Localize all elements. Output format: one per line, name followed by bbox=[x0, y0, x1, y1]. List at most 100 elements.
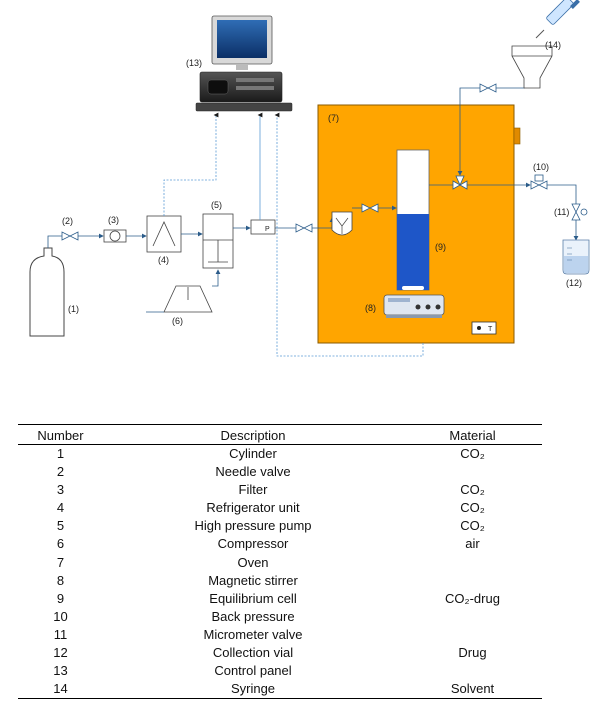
process-diagram: (7) T (1) (2) (3) (4) (5) (6) P bbox=[29, 0, 590, 357]
cell-liquid bbox=[397, 214, 429, 290]
table-row: 9 Equilibrium cell CO₂-drug bbox=[18, 590, 542, 608]
cell-material: CO₂ bbox=[460, 482, 485, 498]
table-header-row: Number Description Material bbox=[18, 424, 542, 445]
cell-description: Cylinder bbox=[229, 446, 277, 461]
table-row: 1 Cylinder CO₂ bbox=[18, 445, 542, 464]
label-pressure-gauge: P bbox=[265, 226, 270, 233]
cell-number: 14 bbox=[18, 680, 103, 700]
cell-description: Syringe bbox=[103, 680, 403, 700]
cell-description: High pressure pump bbox=[194, 518, 312, 534]
cylinder bbox=[29, 247, 65, 337]
line-backpressure-micrometer bbox=[547, 184, 577, 204]
label-refrigerator: (4) bbox=[158, 255, 169, 265]
label-compressor: (6) bbox=[172, 316, 183, 326]
label-oven: (7) bbox=[328, 113, 339, 123]
compressor bbox=[163, 285, 213, 313]
cell-number: 4 bbox=[56, 500, 65, 516]
cell-number: 9 bbox=[56, 590, 65, 606]
cell-description: Back pressure bbox=[211, 608, 295, 624]
cell-number: 13 bbox=[53, 663, 68, 679]
cell-material bbox=[403, 608, 542, 626]
cell-material: CO₂ bbox=[460, 446, 485, 461]
header-material: Material bbox=[403, 424, 542, 445]
magnetic-stirrer bbox=[383, 294, 445, 318]
cell-number: 5 bbox=[56, 518, 65, 534]
oven-handle bbox=[513, 127, 521, 145]
micrometer-valve bbox=[571, 203, 588, 221]
label-pump: (5) bbox=[211, 200, 222, 210]
table-row: 11 Micrometer valve bbox=[18, 626, 542, 644]
table-row: 4 Refrigerator unit CO₂ bbox=[18, 499, 542, 517]
header-description: Description bbox=[103, 424, 403, 445]
high-pressure-pump bbox=[202, 213, 234, 269]
header-number: Number bbox=[18, 424, 103, 445]
table-row: 10 Back pressure bbox=[18, 608, 542, 626]
table-row: 12 Collection vial Drug bbox=[18, 644, 542, 662]
cell-description: Collection vial bbox=[212, 645, 294, 661]
cell-description: Equilibrium cell bbox=[209, 590, 297, 606]
cell-material: CO₂ bbox=[460, 500, 485, 516]
refrigerator-unit bbox=[146, 215, 182, 253]
three-way-valve bbox=[452, 175, 468, 190]
label-filter: (3) bbox=[108, 215, 119, 225]
back-pressure-valve bbox=[530, 174, 548, 190]
cell-number: 1 bbox=[56, 446, 65, 461]
inlet-valve bbox=[295, 223, 313, 233]
syringe bbox=[535, 0, 580, 39]
cell-material: air bbox=[465, 536, 480, 552]
syringe-line-valve bbox=[479, 83, 497, 93]
table-row: 5 High pressure pump CO₂ bbox=[18, 517, 542, 535]
label-micrometer-valve: (11) bbox=[554, 207, 569, 217]
cell-number: 6 bbox=[56, 536, 65, 552]
line-cylinder bbox=[47, 235, 62, 248]
cell-material bbox=[403, 572, 542, 590]
control-panel bbox=[195, 15, 293, 112]
funnel bbox=[511, 45, 553, 89]
label-cylinder: (1) bbox=[68, 304, 79, 314]
label-back-pressure: (10) bbox=[533, 162, 549, 172]
thermo-knob bbox=[477, 326, 481, 330]
label-syringe: (14) bbox=[545, 40, 561, 50]
table-row: 6 Compressor air bbox=[18, 535, 542, 553]
thermo-panel bbox=[471, 321, 497, 335]
cell-description: Refrigerator unit bbox=[206, 500, 300, 516]
collection-vial bbox=[562, 239, 590, 275]
cell-material: CO₂-drug bbox=[445, 590, 500, 606]
stir-bar bbox=[402, 286, 424, 290]
label-stirrer: (8) bbox=[365, 303, 376, 313]
cell-description: Micrometer valve bbox=[203, 626, 303, 642]
line-compressor-pump bbox=[212, 269, 221, 287]
label-needle-valve: (2) bbox=[62, 216, 73, 226]
cell-material: Solvent bbox=[403, 680, 542, 700]
cell-material bbox=[403, 463, 542, 481]
cell-number: 12 bbox=[53, 645, 68, 661]
cell-material bbox=[403, 626, 542, 644]
label-cell: (9) bbox=[435, 242, 446, 252]
pressure-gauge bbox=[250, 219, 276, 235]
cell-description: Oven bbox=[237, 554, 269, 570]
signal-oven bbox=[274, 112, 424, 357]
cell-description: Control panel bbox=[214, 663, 292, 679]
cell-material: CO₂ bbox=[460, 518, 485, 534]
table-row: 8 Magnetic stirrer bbox=[18, 572, 542, 590]
label-control-panel: (13) bbox=[186, 58, 202, 68]
mixer bbox=[331, 211, 353, 236]
cell-description: Filter bbox=[238, 482, 268, 498]
table-row: 13 Control panel bbox=[18, 662, 542, 680]
line-syringe-down bbox=[457, 87, 480, 176]
cell-number: 10 bbox=[53, 608, 68, 624]
cell-description: Compressor bbox=[217, 536, 289, 552]
label-vial: (12) bbox=[566, 278, 582, 288]
cell-description: Magnetic stirrer bbox=[208, 572, 298, 588]
cell-material bbox=[403, 554, 542, 572]
cell-material: Drug bbox=[458, 645, 487, 661]
cell-number: 11 bbox=[53, 626, 68, 642]
cell-number: 2 bbox=[56, 464, 65, 480]
cell-number: 8 bbox=[56, 572, 65, 588]
